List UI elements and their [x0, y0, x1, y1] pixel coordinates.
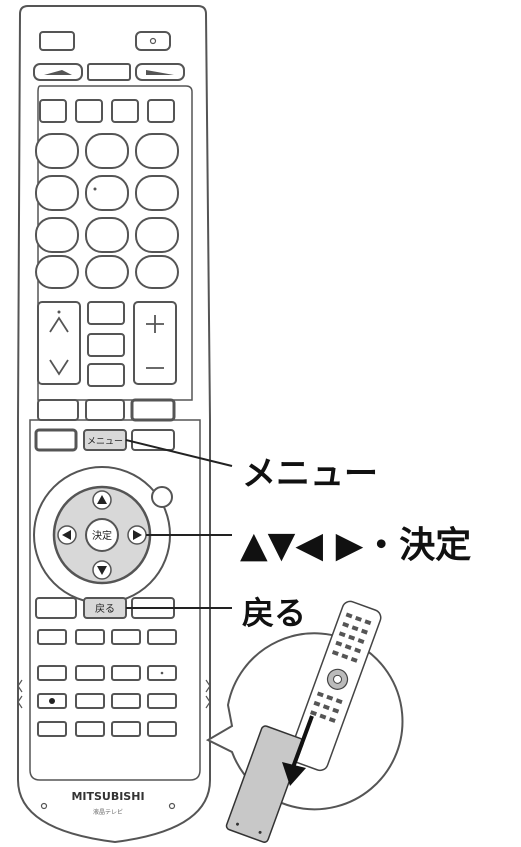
channel-volume-group [37, 301, 177, 387]
brand-area: MITSUBISHI 液晶テレビ [40, 790, 176, 816]
menu-callout-label: メニュー [242, 454, 378, 494]
brand-subtitle: 液晶テレビ [93, 808, 123, 816]
back-key-label: 戻る [95, 602, 115, 615]
channel-rocker[interactable] [37, 301, 81, 385]
color-button-row [39, 99, 175, 123]
function-key[interactable] [85, 399, 125, 421]
power-icon [149, 37, 157, 45]
left-arrow-icon [62, 530, 71, 540]
small-key[interactable] [37, 665, 67, 681]
function-key[interactable] [130, 398, 176, 422]
small-key[interactable] [75, 693, 105, 709]
small-key[interactable] [111, 665, 141, 681]
volume-rocker[interactable] [133, 301, 177, 385]
color-button[interactable] [147, 99, 175, 123]
down-arrow-icon [97, 566, 107, 575]
back-row-left-key[interactable] [35, 597, 77, 619]
remote-body [17, 5, 211, 844]
enter-key[interactable] [85, 518, 119, 552]
number-key[interactable] [135, 133, 179, 169]
small-key[interactable] [147, 693, 177, 709]
menu-key-label: メニュー [87, 437, 123, 447]
center-key[interactable] [87, 333, 125, 357]
number-key[interactable] [35, 217, 79, 253]
color-button[interactable] [39, 99, 67, 123]
back-callout-label: 戻る [242, 594, 307, 632]
number-key[interactable] [35, 133, 79, 169]
number-key[interactable] [85, 255, 129, 289]
small-key[interactable] [37, 629, 67, 645]
number-key[interactable] [85, 175, 129, 211]
color-button[interactable] [111, 99, 139, 123]
side-round-key[interactable] [151, 486, 173, 508]
small-key[interactable] [111, 693, 141, 709]
function-row [37, 398, 176, 422]
up-arrow-icon [97, 495, 107, 504]
color-button[interactable] [75, 99, 103, 123]
small-key[interactable] [37, 721, 67, 737]
center-key[interactable] [87, 301, 125, 325]
record-dot-icon [49, 698, 55, 704]
slide-down-arrow-icon [282, 715, 314, 786]
small-key[interactable] [75, 629, 105, 645]
number-pad [35, 133, 179, 289]
screw-icon [168, 802, 176, 810]
center-key[interactable] [87, 363, 125, 387]
menu-row-left-key[interactable] [34, 428, 78, 452]
left-arrow-icon [44, 70, 72, 75]
number-key[interactable] [135, 255, 179, 289]
tactile-dot-icon [93, 187, 97, 191]
leader-lines [125, 439, 233, 609]
number-key[interactable] [135, 175, 179, 211]
enter-key-label: 決定 [92, 529, 112, 542]
number-key[interactable] [85, 217, 129, 253]
small-key[interactable] [111, 629, 141, 645]
small-key[interactable] [75, 665, 105, 681]
small-key[interactable] [147, 629, 177, 645]
brand-logo: MITSUBISHI [71, 790, 144, 803]
navigate-callout-label: ▲▼◀ ▶・決定 [240, 525, 472, 566]
right-arrow-icon [133, 530, 142, 540]
volume-up-icon [146, 315, 164, 333]
menu-leader-line [125, 439, 233, 467]
dpad-group: 決定 [33, 466, 173, 604]
number-key[interactable] [35, 175, 79, 211]
right-arrow-icon [146, 70, 174, 75]
middle-flat-button[interactable] [87, 63, 131, 81]
channel-down-icon [49, 359, 69, 376]
lower-key-rows [37, 629, 177, 737]
sliding-cover-icon [225, 725, 304, 843]
small-key[interactable] [111, 721, 141, 737]
right-flat-button[interactable] [135, 63, 185, 81]
number-key[interactable] [35, 255, 79, 289]
small-key[interactable] [147, 721, 177, 737]
top-button-group [33, 31, 185, 81]
screw-icon [40, 802, 48, 810]
function-key[interactable] [37, 399, 79, 421]
number-key[interactable] [85, 133, 129, 169]
mini-remote-icon [288, 600, 382, 772]
number-key[interactable] [135, 217, 179, 253]
input-switch-button[interactable] [39, 31, 75, 51]
small-key[interactable] [75, 721, 105, 737]
battery-cover-inset [205, 600, 404, 843]
channel-up-icon [49, 316, 69, 333]
